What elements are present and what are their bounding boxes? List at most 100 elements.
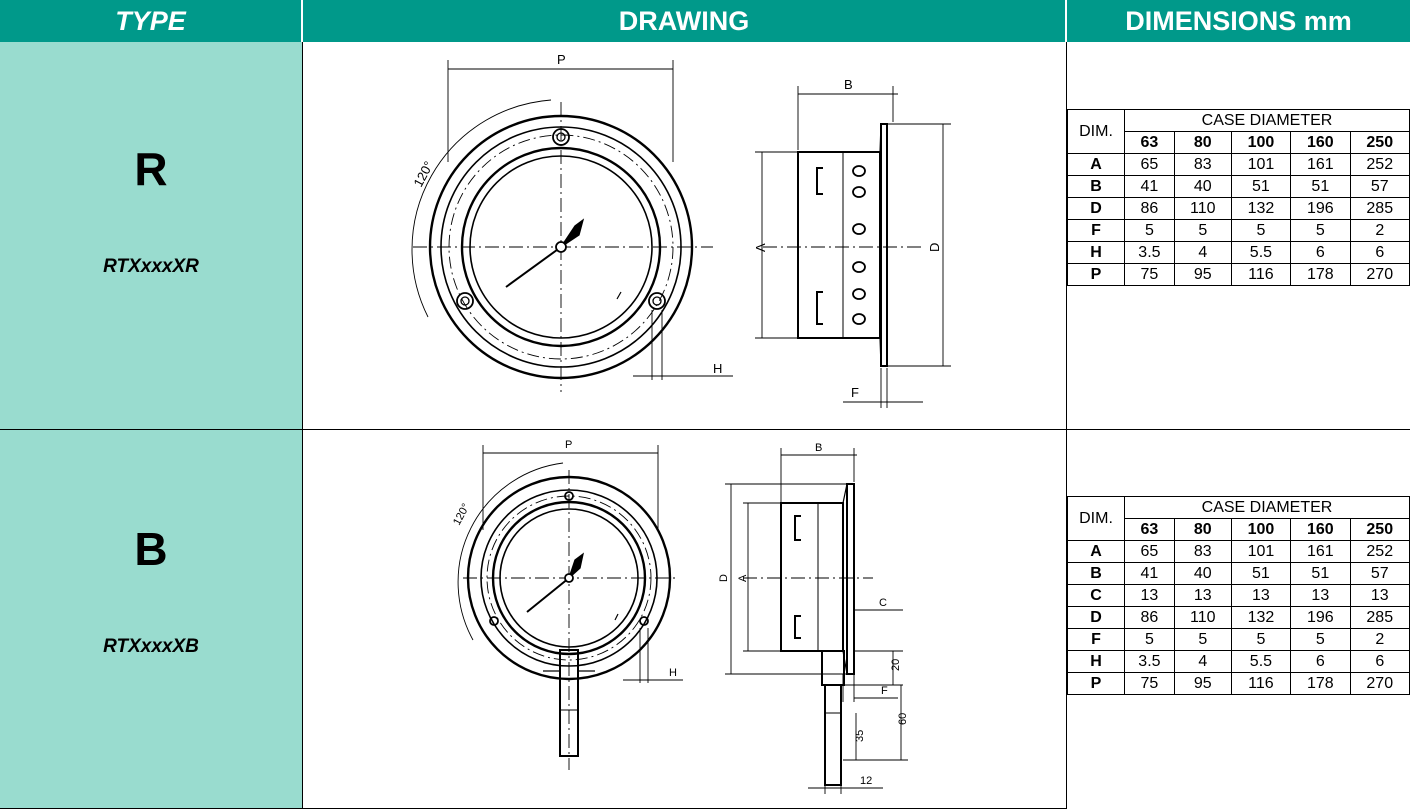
- dim-value: 3.5: [1124, 650, 1175, 673]
- label-a: A: [753, 243, 768, 252]
- dim-name: D: [1067, 197, 1125, 220]
- label-35: 35: [854, 730, 866, 742]
- label-20: 20: [890, 659, 902, 671]
- diameter-header: 160: [1290, 518, 1351, 541]
- dim-name: D: [1067, 606, 1125, 629]
- dim-value: 13: [1124, 584, 1175, 607]
- dim-value: 13: [1230, 584, 1292, 607]
- table-row: A 65 83 101 161 252: [1067, 540, 1410, 563]
- label-b: B: [815, 442, 822, 454]
- dim-value: 51: [1230, 562, 1292, 585]
- table-row: B 41 40 51 51 57: [1067, 175, 1410, 198]
- dim-value: 4: [1173, 241, 1232, 264]
- dim-value: 95: [1173, 263, 1232, 286]
- table-row: B 41 40 51 51 57: [1067, 562, 1410, 585]
- dimensions-table-r: DIM. CASE DIAMETER 63 80 100 160 250 A 6…: [1067, 109, 1410, 286]
- dim-value: 270: [1349, 672, 1410, 695]
- label-p: P: [565, 439, 572, 451]
- diameter-header: 160: [1290, 131, 1351, 154]
- type-cell-r: R RTXxxxXR: [0, 42, 303, 430]
- dim-value: 5: [1124, 628, 1175, 651]
- side-view: [725, 448, 908, 794]
- dim-value: 5: [1230, 219, 1292, 242]
- dim-name: H: [1067, 241, 1125, 264]
- dim-value: 13: [1290, 584, 1351, 607]
- dim-value: 57: [1349, 562, 1410, 585]
- dim-value: 65: [1124, 540, 1175, 563]
- table-row: H 3.5 4 5.5 6 6: [1067, 241, 1410, 264]
- dim-value: 2: [1349, 628, 1410, 651]
- dim-value: 196: [1290, 197, 1351, 220]
- dim-value: 5: [1230, 628, 1292, 651]
- dim-value: 196: [1290, 606, 1351, 629]
- dim-value: 285: [1349, 606, 1410, 629]
- dim-value: 4: [1173, 650, 1232, 673]
- dim-value: 5: [1290, 628, 1351, 651]
- dim-name: F: [1067, 628, 1125, 651]
- dim-header: DIM.: [1067, 109, 1125, 154]
- dim-value: 86: [1124, 606, 1175, 629]
- dimensions-cell-b: DIM. CASE DIAMETER 63 80 100 160 250 A 6…: [1067, 430, 1410, 809]
- dim-value: 116: [1230, 672, 1292, 695]
- label-p: P: [557, 52, 566, 67]
- dim-value: 252: [1349, 540, 1410, 563]
- dim-value: 83: [1173, 540, 1232, 563]
- label-f: F: [881, 685, 888, 697]
- dim-value: 101: [1230, 540, 1292, 563]
- dim-value: 13: [1173, 584, 1232, 607]
- dim-name: B: [1067, 175, 1125, 198]
- side-view: [755, 86, 951, 408]
- drawing-cell-r: P B A D H F 120°: [303, 42, 1067, 430]
- label-f: F: [851, 385, 859, 400]
- front-view: [411, 60, 733, 392]
- dim-value: 6: [1290, 650, 1351, 673]
- diameter-header: 80: [1173, 518, 1232, 541]
- dim-value: 178: [1290, 672, 1351, 695]
- table-row: F 5 5 5 5 2: [1067, 219, 1410, 242]
- dim-value: 6: [1349, 241, 1410, 264]
- dim-value: 2: [1349, 219, 1410, 242]
- dim-name: P: [1067, 263, 1125, 286]
- front-view: [457, 445, 683, 770]
- diameter-header: 250: [1349, 131, 1410, 154]
- dim-value: 285: [1349, 197, 1410, 220]
- label-d: D: [927, 243, 942, 252]
- dim-value: 41: [1124, 175, 1175, 198]
- type-code: RTXxxxXB: [103, 636, 199, 657]
- type-cell-b: B RTXxxxXB: [0, 430, 303, 809]
- label-d: D: [718, 574, 730, 582]
- table-row: P 75 95 116 178 270: [1067, 672, 1410, 695]
- dim-value: 5: [1173, 219, 1232, 242]
- header-type: TYPE: [0, 0, 303, 42]
- dim-value: 110: [1173, 197, 1232, 220]
- dim-name: H: [1067, 650, 1125, 673]
- gauge-drawing-b: P B A D C H F 20 60 35 12 120°: [451, 439, 909, 794]
- diameter-header: 250: [1349, 518, 1410, 541]
- dim-value: 65: [1124, 153, 1175, 176]
- dim-value: 75: [1124, 263, 1175, 286]
- dim-value: 5.5: [1230, 650, 1292, 673]
- label-h: H: [713, 361, 722, 376]
- diameter-header: 100: [1230, 131, 1292, 154]
- dim-value: 6: [1349, 650, 1410, 673]
- type-letter: B: [134, 523, 168, 575]
- dim-name: C: [1067, 584, 1125, 607]
- dim-value: 5.5: [1230, 241, 1292, 264]
- label-c: C: [879, 597, 887, 609]
- dim-value: 95: [1173, 672, 1232, 695]
- type-code: RTXxxxXR: [103, 256, 199, 277]
- dim-name: A: [1067, 540, 1125, 563]
- dim-value: 178: [1290, 263, 1351, 286]
- case-diameter-header: CASE DIAMETER: [1124, 109, 1410, 132]
- dim-value: 5: [1124, 219, 1175, 242]
- dim-name: F: [1067, 219, 1125, 242]
- header-drawing: DRAWING: [303, 0, 1067, 42]
- dim-value: 86: [1124, 197, 1175, 220]
- table-row: H 3.5 4 5.5 6 6: [1067, 650, 1410, 673]
- dim-value: 13: [1349, 584, 1410, 607]
- dim-value: 161: [1290, 153, 1351, 176]
- dim-value: 51: [1290, 175, 1351, 198]
- dim-value: 132: [1230, 606, 1292, 629]
- dim-value: 161: [1290, 540, 1351, 563]
